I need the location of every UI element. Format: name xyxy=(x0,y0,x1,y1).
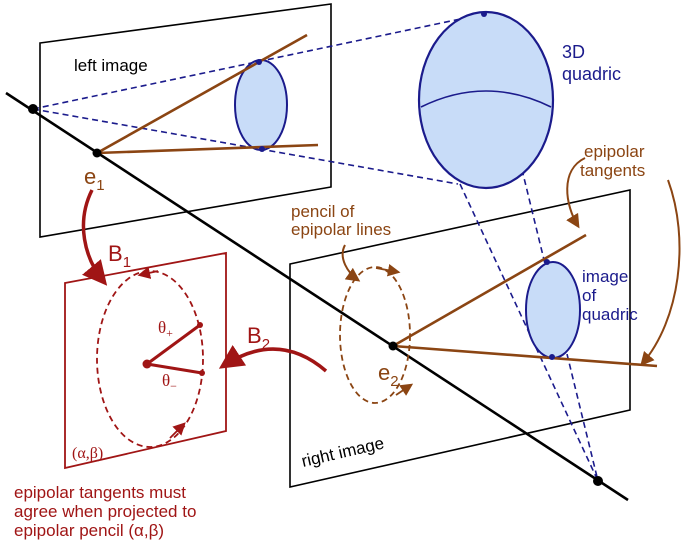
e2-label: e2 xyxy=(378,360,399,390)
baseline xyxy=(5,91,629,502)
pencil-arrow-top xyxy=(375,263,401,277)
quadric-label-line2: quadric xyxy=(562,64,621,84)
theta-plus-point xyxy=(197,322,203,328)
caption-line2: agree when projected to xyxy=(14,502,196,521)
alpha-beta-label: (α,β) xyxy=(72,445,103,462)
quadric-top-point xyxy=(481,11,487,17)
pencil-arrow-pointer xyxy=(341,244,361,282)
caption-line1: epipolar tangents must xyxy=(14,483,186,502)
pencil-ellipse xyxy=(339,266,411,404)
theta-minus-label: θ− xyxy=(162,371,177,393)
left-image-plane xyxy=(39,3,332,238)
epipolar-tangents-label-line2: tangents xyxy=(580,161,645,180)
right-tangent-point-lower xyxy=(549,354,555,360)
left-tangent-point-upper xyxy=(256,59,262,65)
epipolar-tangents-arrow-lower xyxy=(640,179,681,367)
pencil-label-line1: pencil of xyxy=(291,202,355,221)
b1-arrow xyxy=(81,189,108,286)
pencil-label-line2: epipolar lines xyxy=(291,220,391,239)
right-image-quadric xyxy=(525,261,581,359)
left-tangent-point-lower xyxy=(259,146,265,152)
image-of-quadric-line1: image xyxy=(582,267,628,286)
b1-label: B1 xyxy=(108,241,131,271)
b2-label: B2 xyxy=(247,323,270,353)
e1-label: e1 xyxy=(84,164,105,194)
pencil-plane-circle xyxy=(96,270,204,448)
pencil-plane-arrow-top xyxy=(137,266,159,279)
pencil-centre-point xyxy=(142,359,152,369)
epipolar-tangents-arrow-upper xyxy=(566,157,586,229)
right-camera-centre xyxy=(593,476,603,486)
theta-minus-point xyxy=(199,370,205,376)
quadric-equator xyxy=(420,90,552,108)
image-of-quadric-line2: of xyxy=(582,286,596,305)
quadric-label-line1: 3D xyxy=(562,42,585,62)
pencil-arrow-bottom xyxy=(395,383,414,396)
caption-line3: epipolar pencil (α,β) xyxy=(14,521,164,540)
right-tangent-upper xyxy=(392,233,587,348)
epipolar-tangents-label-line1: epipolar xyxy=(584,142,645,161)
pencil-plane-arrow-bottom xyxy=(169,422,186,439)
image-of-quadric-line3: quadric xyxy=(582,305,638,324)
theta-plus-line xyxy=(146,323,201,366)
left-image-label: left image xyxy=(74,56,148,75)
epipole-e2 xyxy=(388,341,398,351)
theta-plus-label: θ+ xyxy=(158,318,173,340)
left-image-quadric xyxy=(234,59,288,151)
b2-arrow xyxy=(218,345,328,373)
epipole-e1 xyxy=(92,148,102,158)
left-tangent-upper xyxy=(96,33,308,155)
right-tangent-lower xyxy=(392,344,658,368)
theta-minus-line xyxy=(146,362,203,375)
left-camera-centre xyxy=(28,104,38,114)
left-tangent-lower xyxy=(96,143,319,155)
right-tangent-point-upper xyxy=(544,259,550,265)
